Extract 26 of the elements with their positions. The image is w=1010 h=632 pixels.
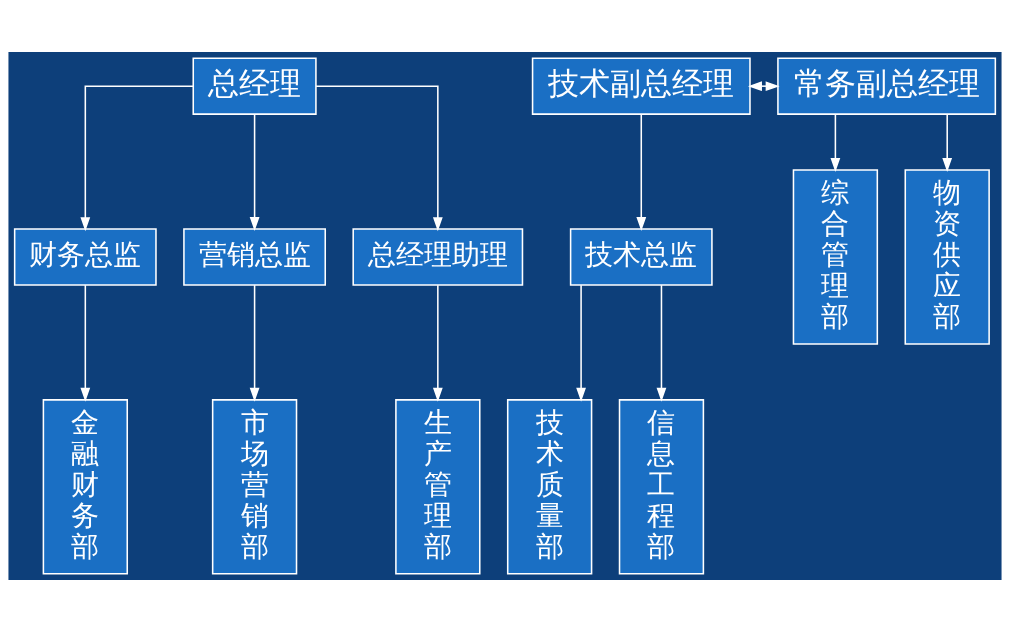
arrow (249, 113, 260, 232)
node-box: 营销总监 (183, 228, 327, 286)
arrow (830, 113, 841, 173)
arrow (747, 81, 780, 92)
arrow (80, 85, 194, 232)
node-box: 总经理助理 (352, 228, 524, 286)
arrow (315, 85, 443, 232)
arrow (432, 284, 443, 402)
arrow (942, 113, 953, 173)
node-box: 技术副总经理 (531, 57, 751, 115)
node-box: 市场营销部 (211, 399, 298, 575)
arrow (249, 284, 260, 402)
node-box: 技术质量部 (506, 399, 593, 575)
node-box: 金融财务部 (42, 399, 129, 575)
node-box: 常务副总经理 (777, 57, 997, 115)
node-box: 综合管理部 (792, 169, 879, 345)
node-box: 信息工程部 (618, 399, 705, 575)
arrow (80, 284, 91, 402)
arrow (656, 284, 667, 402)
node-box: 生产管理部 (395, 399, 481, 575)
node-box: 物资供应部 (904, 169, 990, 345)
arrow (576, 284, 586, 402)
node-box: 财务总监 (13, 228, 157, 286)
arrow (636, 113, 647, 232)
node-box: 技术总监 (569, 228, 713, 286)
node-box: 总经理 (192, 57, 317, 115)
